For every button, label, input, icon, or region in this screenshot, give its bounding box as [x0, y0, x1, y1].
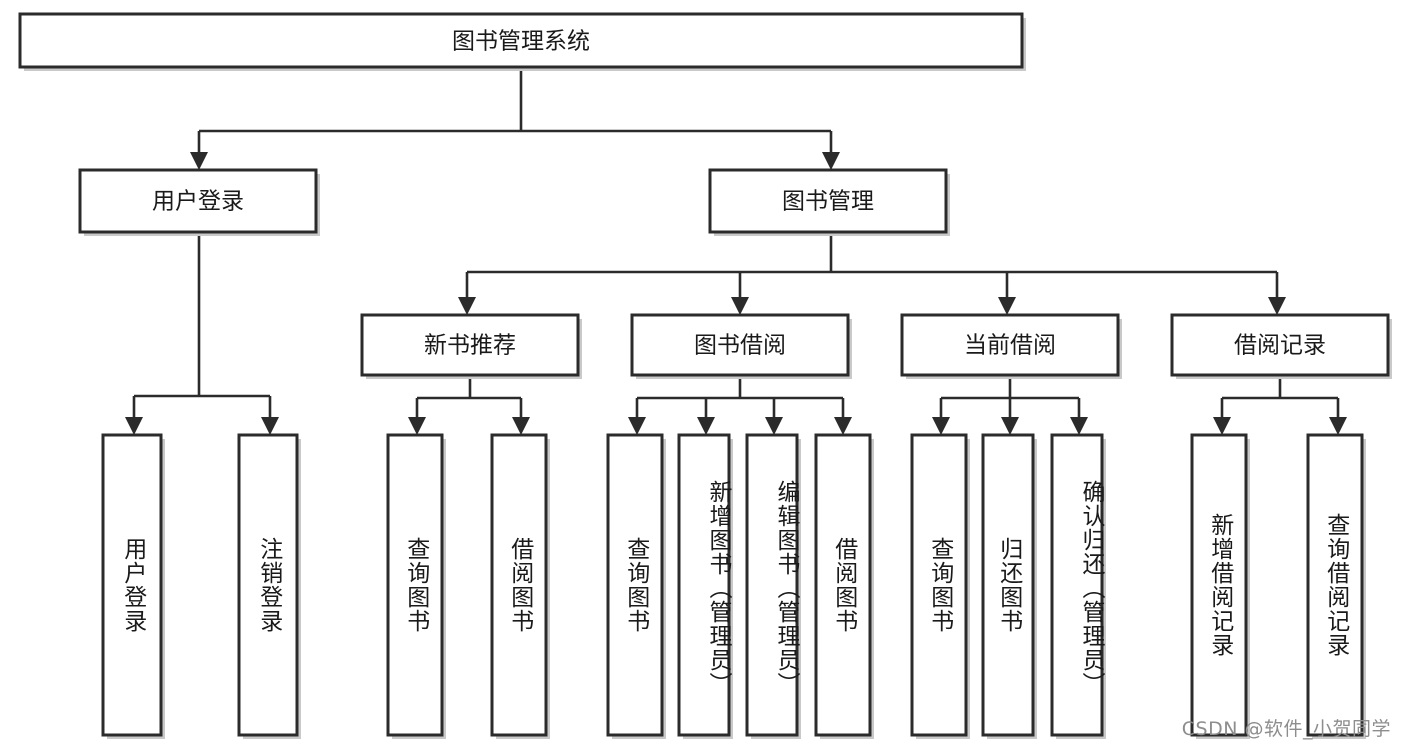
arrow-head-borrow-record	[1268, 297, 1286, 315]
arrow-head-userlogin	[190, 152, 208, 170]
node-book-management-label: 图书管理	[782, 189, 874, 215]
leaf-newbook-borrow-box	[490, 433, 548, 737]
node-borrow-record-box	[1170, 313, 1390, 377]
leaf-newbook-query-box	[386, 433, 444, 737]
arrow-head-borrow-leaf-1	[628, 417, 646, 435]
node-new-book-recommend-box	[360, 313, 580, 377]
arrow-head-newbook-leaf-1	[408, 417, 426, 435]
watermark-text: CSDN @软件_小贺同学	[1181, 718, 1391, 740]
node-new-book-recommend-label: 新书推荐	[424, 333, 516, 359]
leaf-borrow-edit[interactable]	[745, 433, 801, 739]
leaf-borrow-query[interactable]	[606, 433, 666, 739]
connector-layer	[125, 67, 1347, 435]
node-book-borrow-box	[630, 313, 850, 377]
node-user-login-label: 用户登录	[152, 189, 244, 215]
arrow-head-new-book	[458, 297, 476, 315]
node-book-management[interactable]: 图书管理	[708, 168, 950, 236]
leaf-current-confirm[interactable]	[1050, 433, 1106, 739]
leaf-user-logout-box	[237, 433, 299, 737]
leaf-user-login-1-box	[101, 433, 163, 737]
arrow-head-borrow-leaf-4	[834, 417, 852, 435]
arrow-head-logout-leaf	[261, 417, 279, 435]
node-current-borrow-box	[900, 313, 1120, 377]
leaf-borrow-do-box	[814, 433, 872, 737]
leaf-newbook-query[interactable]	[386, 433, 446, 739]
leaf-borrow-add[interactable]	[677, 433, 733, 739]
leaf-borrow-do[interactable]	[814, 433, 874, 739]
arrow-head-current-leaf-1	[932, 417, 950, 435]
arrow-head-record-leaf-2	[1329, 417, 1347, 435]
leaf-newbook-borrow[interactable]	[490, 433, 550, 739]
node-borrow-record-label: 借阅记录	[1234, 333, 1326, 359]
node-book-management-box	[708, 168, 948, 234]
leaf-record-query-box	[1306, 433, 1364, 737]
node-user-login[interactable]: 用户登录	[78, 168, 320, 236]
node-book-borrow[interactable]: 图书借阅	[630, 313, 852, 379]
node-borrow-record[interactable]: 借阅记录	[1170, 313, 1392, 379]
node-root[interactable]: 图书管理系统	[18, 12, 1026, 71]
node-root-box	[18, 12, 1024, 69]
leaf-current-return[interactable]	[981, 433, 1037, 739]
arrow-head-current-borrow	[998, 297, 1016, 315]
arrow-head-record-leaf-1	[1213, 417, 1231, 435]
leaf-borrow-query-box	[606, 433, 664, 737]
node-new-book-recommend[interactable]: 新书推荐	[360, 313, 582, 379]
node-book-borrow-label: 图书借阅	[694, 333, 786, 359]
leaf-record-add-box	[1190, 433, 1248, 737]
arrow-head-borrow-leaf-2	[697, 417, 715, 435]
arrow-head-borrow-leaf-3	[765, 417, 783, 435]
node-root-label: 图书管理系统	[452, 29, 590, 55]
node-current-borrow-label: 当前借阅	[964, 333, 1056, 359]
arrow-head-bookmgmt	[822, 152, 840, 170]
leaf-current-query-box	[910, 433, 968, 737]
leaf-current-return-box	[981, 433, 1035, 737]
leaf-record-add[interactable]	[1190, 433, 1250, 739]
arrow-head-current-leaf-2	[1001, 417, 1019, 435]
leaf-user-login-1[interactable]	[101, 433, 165, 739]
leaf-user-logout[interactable]	[237, 433, 301, 739]
node-current-borrow[interactable]: 当前借阅	[900, 313, 1122, 379]
leaf-borrow-edit-box	[745, 433, 799, 737]
leaf-borrow-add-box	[677, 433, 731, 737]
leaf-record-query[interactable]	[1306, 433, 1366, 739]
arrow-head-newbook-leaf-2	[512, 417, 530, 435]
arrow-head-user-login-leaf	[125, 417, 143, 435]
leaf-current-confirm-box	[1050, 433, 1104, 737]
node-user-login-box	[78, 168, 318, 234]
leaf-current-query[interactable]	[910, 433, 970, 739]
arrow-head-book-borrow	[731, 297, 749, 315]
arrow-head-current-leaf-3	[1070, 417, 1088, 435]
